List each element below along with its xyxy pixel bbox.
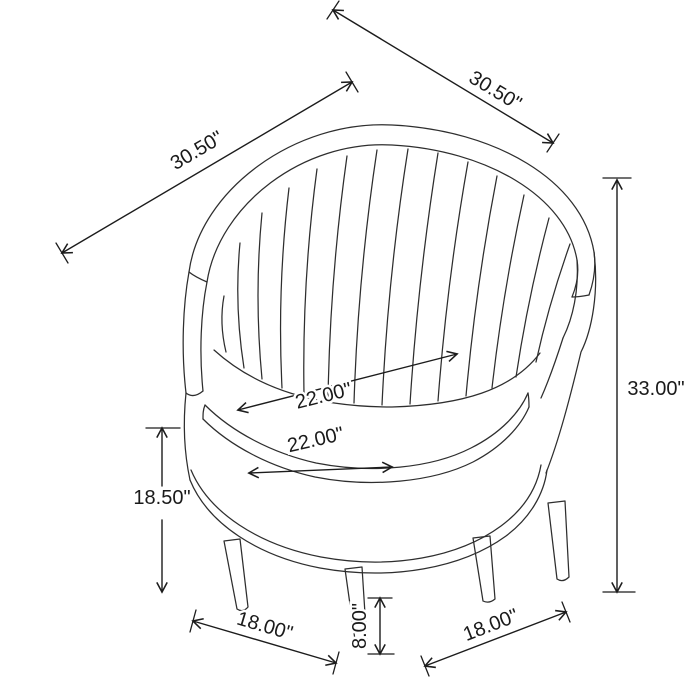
dimension-leg-height: 8.00" [347, 596, 395, 656]
dim-label-base-height: 18.50" [133, 487, 190, 509]
dimension-width-top: 30.50" [326, 0, 560, 153]
dim-label-side-depth: 18.00" [460, 605, 521, 646]
chair-back-channels [213, 148, 571, 408]
dimension-depth-left: 30.50" [55, 71, 359, 264]
dimension-front-width: 18.00" [189, 605, 340, 675]
chair-right-side [540, 251, 597, 474]
dim-label-overall-height: 33.00" [627, 378, 684, 400]
dim-label-front-width: 18.00" [234, 608, 295, 645]
dim-label-seat-width-upper: 22.00" [293, 379, 354, 414]
dimension-base-height: 18.50" [131, 426, 193, 594]
dim-label-depth-left: 30.50" [167, 127, 227, 175]
dimension-annotations: 30.50" 30.50" 33.00" 22.00" 22.00" 18. [55, 0, 687, 677]
dim-label-leg-height: 8.00" [349, 603, 371, 649]
chair-wireframe [182, 124, 597, 650]
dimension-side-depth: 18.00" [420, 601, 571, 677]
chair-base-skirt [183, 392, 548, 574]
chair-left-arm [182, 271, 208, 397]
chair-legs [223, 500, 570, 650]
dim-label-seat-width-lower: 22.00" [285, 423, 346, 457]
dimension-overall-height: 33.00" [602, 177, 687, 594]
